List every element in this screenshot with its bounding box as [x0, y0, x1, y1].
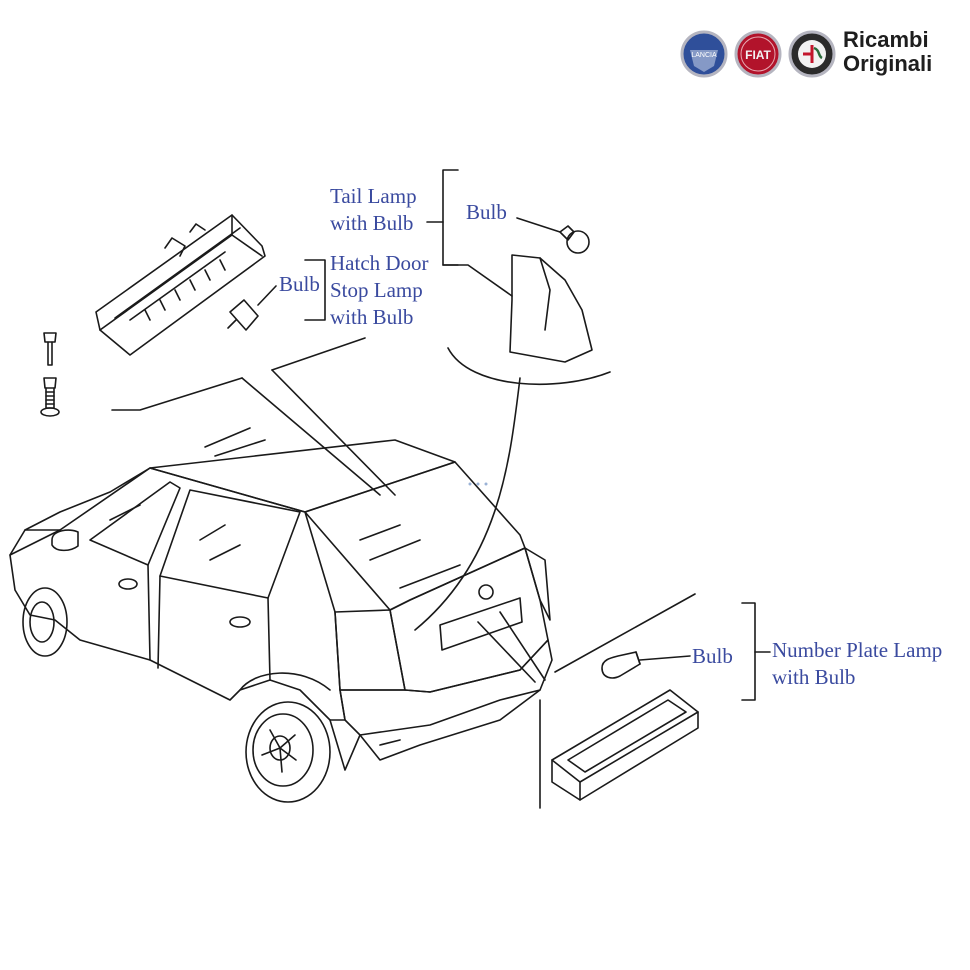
tail-bulb-label: Bulb: [466, 200, 507, 224]
alfa-romeo-badge: [788, 30, 836, 78]
svg-text:LANCIA: LANCIA: [691, 52, 717, 59]
screws: [40, 332, 60, 417]
fiat-badge: FIAT: [734, 30, 782, 78]
tail-lamp-label-line-1: Tail Lamp: [330, 184, 417, 208]
watermark-dots: [468, 482, 488, 486]
lancia-badge: LANCIA: [680, 30, 728, 78]
brand-name: Ricambi Originali: [843, 28, 932, 76]
hatch-bulb-label: Bulb: [279, 272, 320, 296]
plate-lamp-label: Number Plate Lamp with Bulb: [772, 637, 942, 691]
tail-lamp-label: Tail Lamp with Bulb: [330, 183, 417, 237]
hatch-stop-lamp-part: [95, 214, 277, 356]
svg-text:FIAT: FIAT: [745, 48, 771, 62]
tail-lamp-part: [447, 217, 611, 385]
hatch-lamp-label-line-3: with Bulb: [330, 305, 414, 329]
leader-lines: [111, 169, 771, 809]
brand-line-2: Originali: [843, 51, 933, 76]
plate-lamp-label-line-2: with Bulb: [772, 665, 856, 689]
number-plate-lamp-part: [551, 651, 699, 801]
plate-lamp-label-line-1: Number Plate Lamp: [772, 638, 943, 662]
hatch-lamp-label: Hatch Door Stop Lamp with Bulb: [330, 250, 429, 331]
car-body: [9, 427, 553, 803]
tail-lamp-label-line-2: with Bulb: [330, 211, 414, 235]
hatch-lamp-label-line-1: Hatch Door: [330, 251, 429, 275]
hatch-lamp-label-line-2: Stop Lamp: [330, 278, 423, 302]
plate-bulb-label: Bulb: [692, 644, 733, 668]
brand-line-1: Ricambi: [843, 27, 929, 52]
